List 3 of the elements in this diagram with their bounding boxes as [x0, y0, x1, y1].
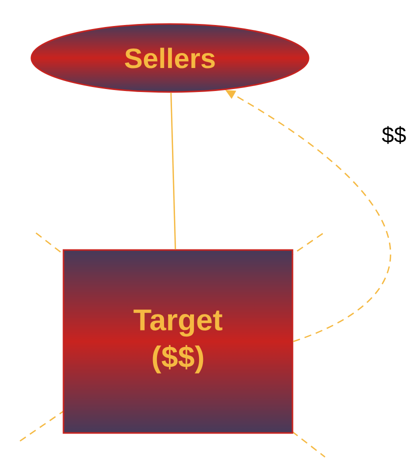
connector-line: [170, 92, 176, 250]
target-box: Target ($$): [62, 249, 294, 434]
edge-label: $$: [380, 125, 408, 145]
